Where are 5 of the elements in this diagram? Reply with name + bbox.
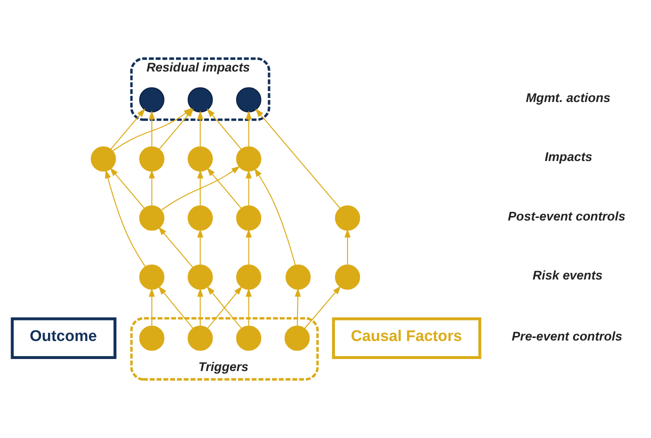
label: Mgmt. actions	[526, 91, 610, 106]
label: Pre-event controls	[512, 330, 622, 344]
label: Post-event controls	[508, 209, 626, 224]
label: Risk events	[532, 268, 603, 282]
label: Impacts	[544, 150, 592, 164]
